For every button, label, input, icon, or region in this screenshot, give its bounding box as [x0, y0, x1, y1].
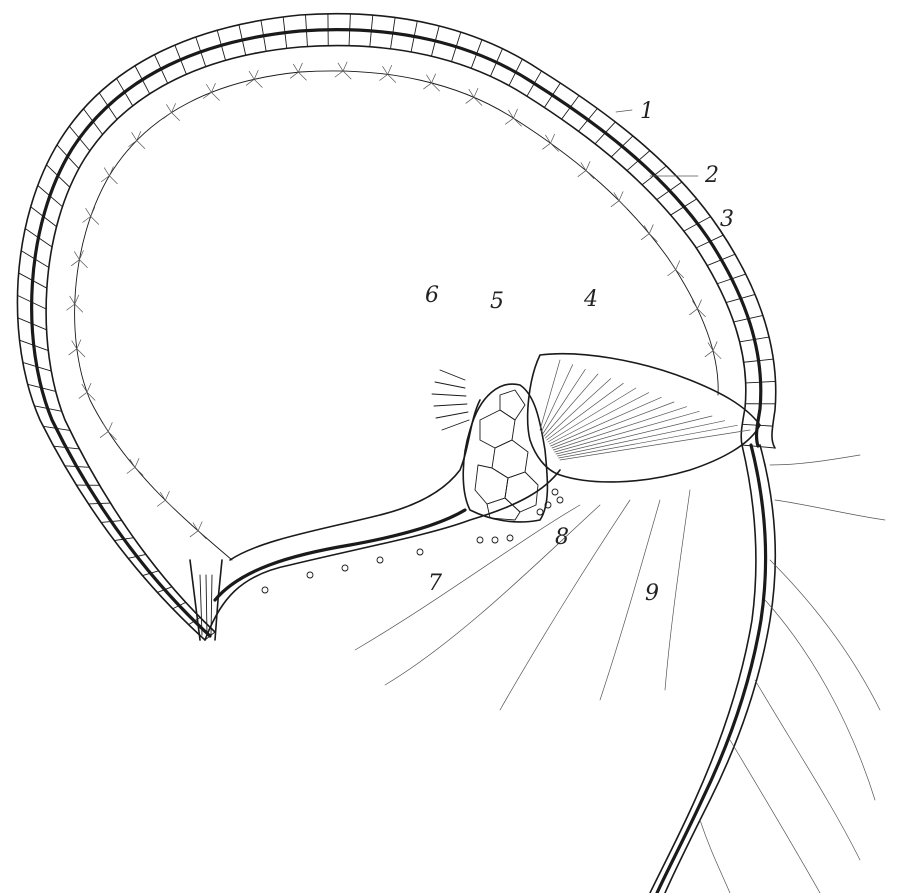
quadrifid-gland	[689, 300, 705, 317]
wall-cell-tick	[696, 235, 723, 248]
quadrifid-gland	[424, 74, 440, 91]
label-3: 3	[720, 207, 734, 232]
quadrifid-gland	[157, 491, 173, 508]
door-striation	[551, 397, 662, 446]
door-striation	[544, 374, 598, 436]
right-appendage-outer	[665, 445, 775, 893]
door-striation	[559, 425, 738, 458]
door-striation	[540, 360, 560, 430]
wall-cell-tick	[579, 108, 598, 131]
wall-cell-tick	[57, 145, 79, 169]
door-striation	[555, 411, 700, 452]
door-striations	[540, 360, 750, 460]
quadrifid-gland	[101, 167, 117, 184]
wall-cell-tick	[684, 217, 711, 232]
wall-cell-tick	[544, 83, 560, 107]
door-striation	[549, 393, 648, 444]
door-striation	[548, 388, 636, 442]
label-4: 4	[583, 287, 598, 312]
door-striation	[543, 369, 586, 434]
wall-cell-tick	[117, 78, 133, 105]
outer-wall-inner-line	[46, 46, 746, 632]
label-1: 1	[640, 99, 654, 124]
outer-glands	[262, 535, 513, 593]
lower-wall-inner	[230, 400, 480, 560]
trap-door	[528, 354, 760, 482]
quadrifid-gland	[69, 340, 85, 357]
quadrifid-gland	[83, 207, 99, 224]
wall-cell-tick	[527, 71, 542, 96]
quadrifid-gland	[203, 83, 219, 100]
quadrifid-gland	[543, 134, 559, 151]
label-6: 6	[425, 283, 439, 308]
wall-cell-tick	[99, 93, 117, 120]
quadrifid-gland	[79, 383, 95, 400]
inner-glands	[67, 62, 721, 539]
door-striation	[541, 365, 572, 432]
wall-cell-tick	[135, 66, 150, 94]
wall-cell-tick	[88, 503, 110, 504]
wall-cell-tick	[509, 59, 522, 85]
wall-cell-tick	[38, 185, 63, 206]
door-striation	[557, 421, 724, 456]
antennae	[355, 490, 690, 710]
quadrifid-gland	[100, 423, 116, 440]
wall-cell-tick	[562, 96, 579, 120]
quadrifid-gland	[246, 70, 262, 87]
label-5: 5	[490, 289, 504, 314]
wall-cell-tick	[671, 199, 697, 215]
lower-wall-outer	[205, 470, 560, 640]
label-2: 2	[704, 163, 719, 188]
label-8: 8	[555, 525, 569, 550]
quadrifid-gland	[505, 109, 521, 126]
quadrifid-gland	[466, 88, 482, 105]
wall-cell-tick	[657, 182, 682, 200]
wall-cell-tick	[155, 55, 168, 84]
wall-cell-tick	[31, 207, 57, 227]
wall-cell-tick	[707, 254, 735, 265]
right-appendage-dark	[657, 445, 766, 893]
wall-cell-tick	[46, 165, 69, 187]
quadrifid-gland	[190, 522, 206, 539]
right-appendage-branches	[700, 455, 885, 893]
door-striation	[552, 402, 674, 448]
right-appendage-inner	[650, 445, 756, 893]
quadrifid-gland	[611, 192, 627, 209]
quadrifid-gland	[71, 251, 87, 268]
label-9: 9	[645, 581, 659, 606]
quadrifid-gland	[164, 104, 180, 121]
label-7: 7	[428, 571, 442, 596]
quadrifid-gland	[705, 342, 721, 359]
wall-cell-tick	[595, 122, 615, 144]
threshold-glands	[537, 489, 563, 515]
quadrifid-gland	[578, 162, 594, 179]
quadrifid-gland	[668, 261, 684, 278]
door-bristles	[432, 370, 469, 430]
